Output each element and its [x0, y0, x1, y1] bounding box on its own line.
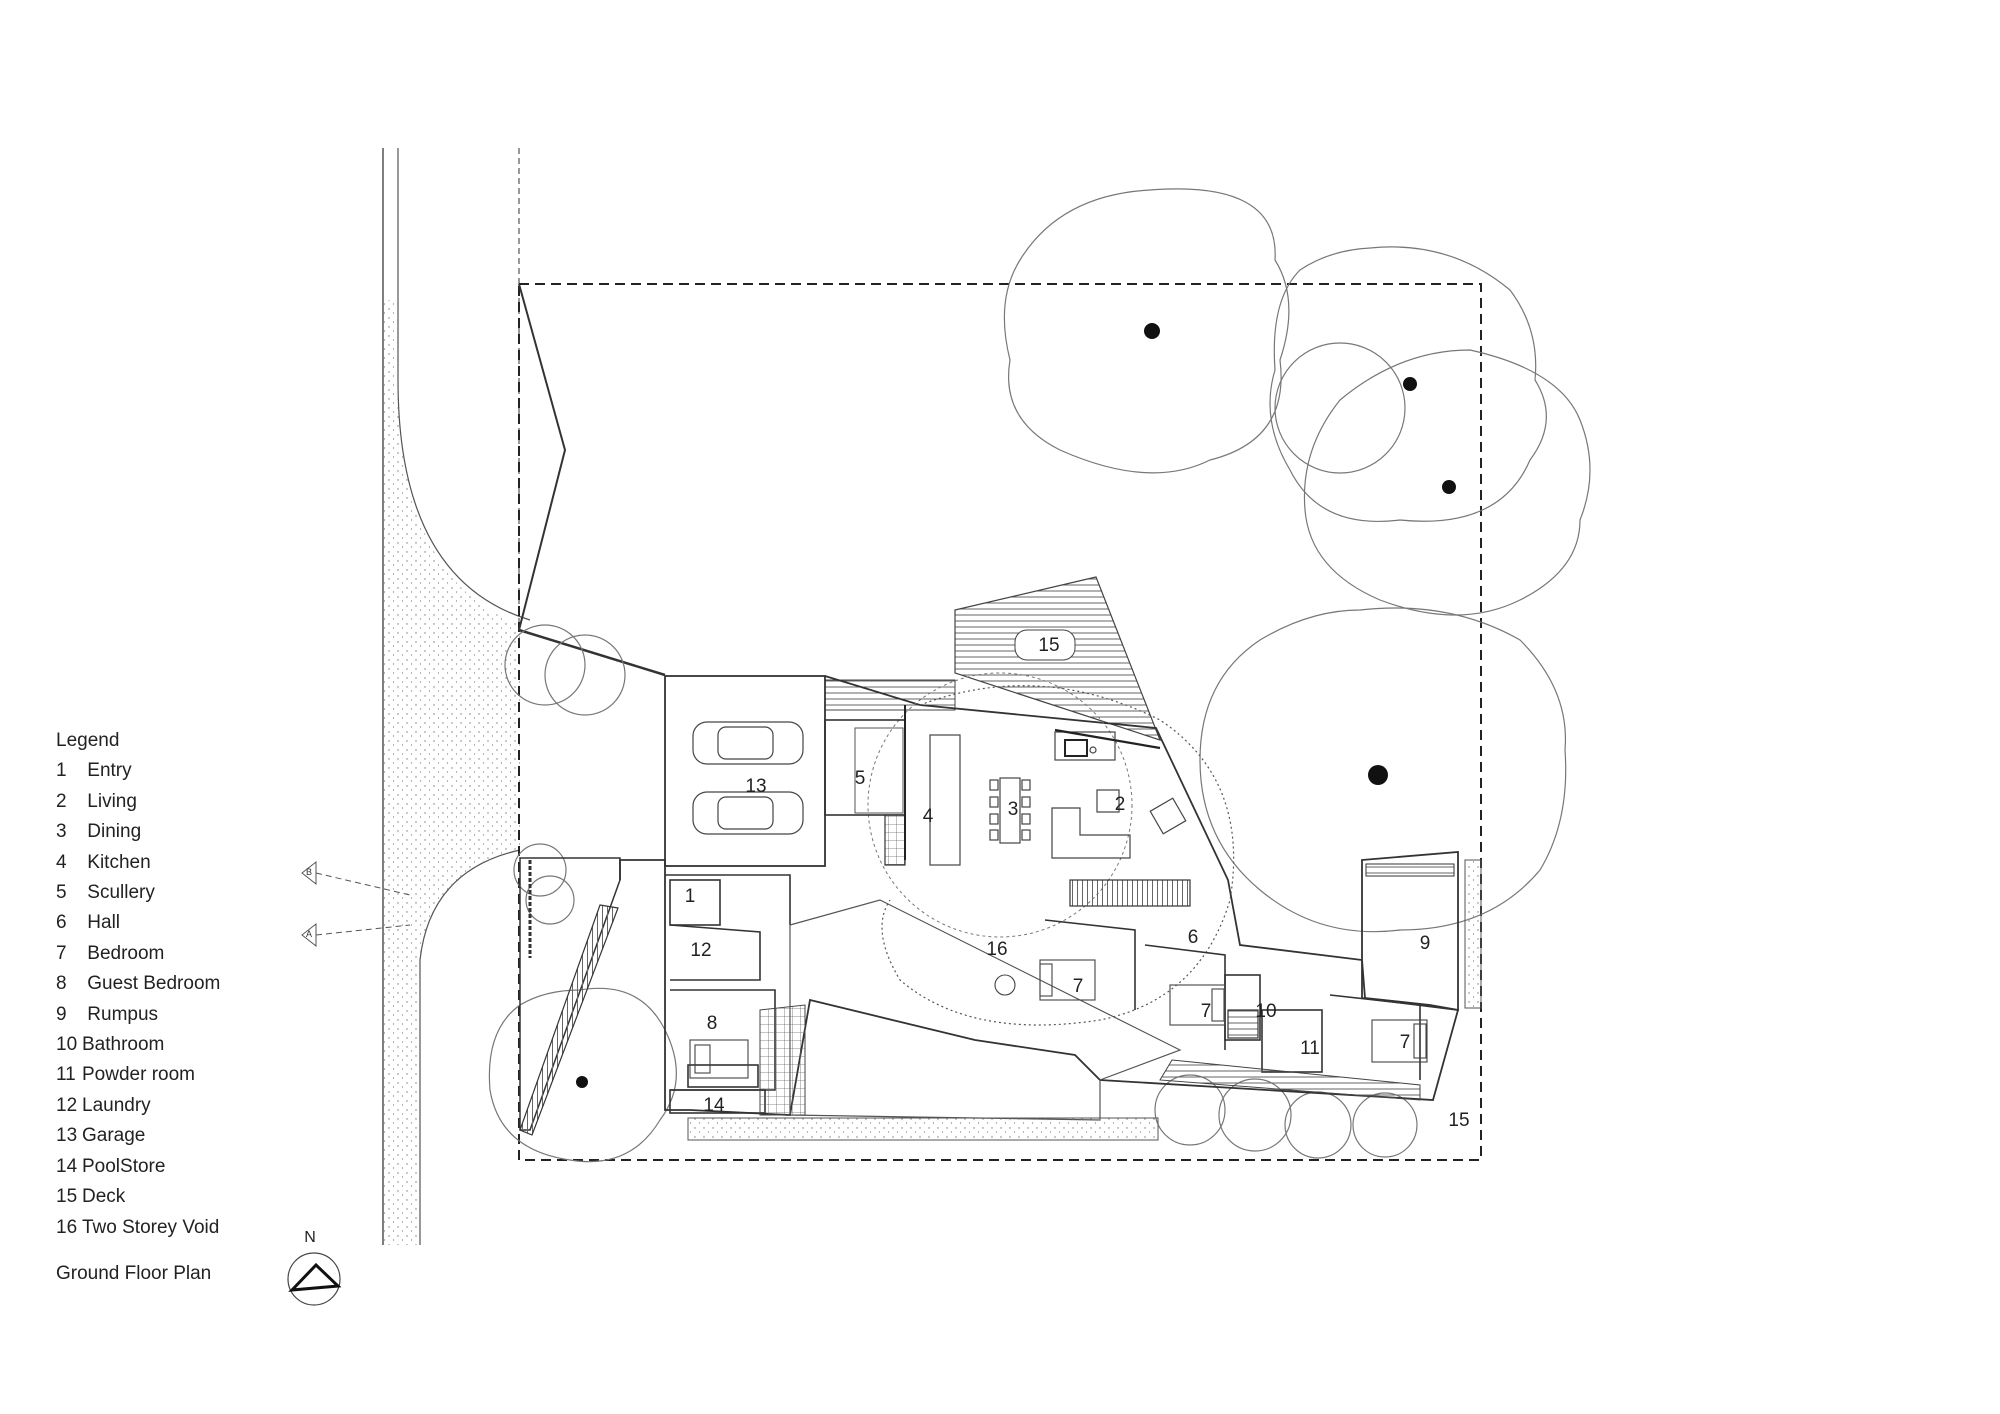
room-label-dining: 3	[1008, 799, 1019, 820]
south-terrace	[1159, 1059, 1421, 1101]
legend-item: 7 Bedroom	[56, 942, 165, 964]
guest-bed	[689, 1039, 749, 1079]
room-label-powder-room: 11	[1300, 1038, 1320, 1059]
tree-trunks	[576, 323, 1456, 1088]
legend-item: 2 Living	[56, 790, 137, 812]
living-furniture	[1051, 731, 1187, 859]
room-labels: 13 5 4 3 2 15 1 12 8 14 16 7 6 7 10 11 7…	[685, 635, 1470, 1131]
room-label-kitchen: 4	[923, 806, 934, 827]
north-label: N	[304, 1229, 316, 1246]
north-arrow	[287, 1252, 342, 1306]
room-label-entry: 1	[685, 886, 696, 907]
section-marker-b: B	[306, 867, 312, 877]
room-label-scullery: 5	[855, 768, 866, 789]
hall-stair	[1069, 879, 1191, 907]
bedrooms	[1044, 919, 1421, 1080]
legend-item: 1 Entry	[56, 760, 132, 782]
room-label-void: 16	[986, 939, 1007, 960]
room-label-poolstore: 14	[703, 1095, 725, 1116]
room-label-bedroom-2: 7	[1201, 1001, 1212, 1022]
room-label-bedroom-3: 7	[1400, 1032, 1411, 1053]
south-path	[687, 1117, 1159, 1141]
section-marker-a: A	[306, 929, 312, 939]
kitchen-island	[929, 734, 961, 866]
street-verge	[382, 148, 531, 1245]
legend-item: 4 Kitchen	[56, 851, 151, 873]
site-boundary	[518, 283, 1482, 1161]
room-label-hall: 6	[1188, 927, 1199, 948]
room-label-south-deck: 15	[1448, 1110, 1469, 1131]
section-markers	[301, 860, 411, 948]
legend-title: Legend	[56, 730, 120, 751]
house-outline	[619, 675, 1460, 1116]
room-label-north-deck: 15	[1038, 635, 1059, 656]
legend-item: 6 Hall	[56, 912, 121, 934]
plan-title: Ground Floor Plan	[56, 1263, 212, 1284]
curved-wall	[881, 685, 1235, 1026]
garage	[664, 675, 826, 867]
room-label-garage: 13	[745, 776, 766, 797]
dining-circle	[867, 672, 1133, 938]
legend-item: 9 Rumpus	[56, 1003, 159, 1025]
dining-table	[989, 777, 1031, 844]
room-label-laundry: 12	[690, 940, 711, 961]
cars	[692, 721, 804, 835]
legend-item: 3 Dining	[56, 821, 142, 843]
room-label-bathroom: 10	[1255, 1001, 1276, 1022]
boundary-zigzag	[518, 283, 567, 631]
legend: Legend 1 Entry 2 Living 3 Dining 4 Kitch…	[56, 726, 220, 1243]
room-label-guest-bedroom: 8	[707, 1013, 718, 1034]
room-label-living: 2	[1115, 794, 1126, 815]
pool-decking	[759, 1004, 806, 1116]
legend-item: 8 Guest Bedroom	[56, 973, 221, 995]
room-label-rumpus: 9	[1420, 933, 1431, 954]
legend-item: 5 Scullery	[56, 882, 155, 904]
room-label-bedroom-1: 7	[1073, 976, 1084, 997]
rumpus	[1361, 851, 1459, 1012]
beds	[994, 959, 1428, 1063]
